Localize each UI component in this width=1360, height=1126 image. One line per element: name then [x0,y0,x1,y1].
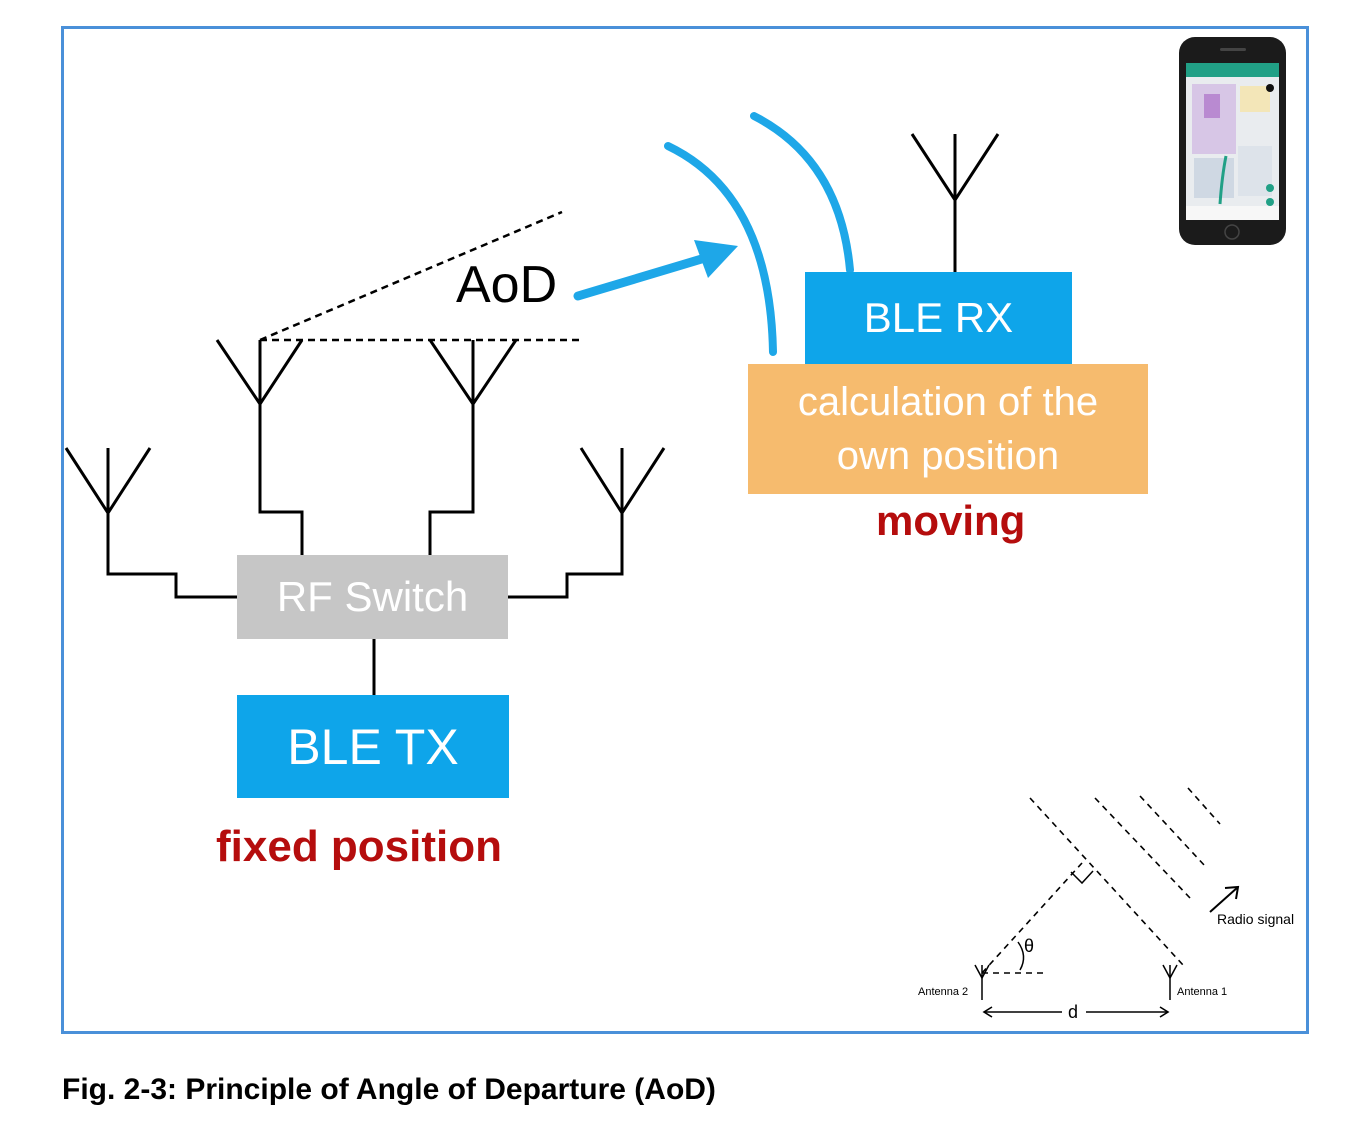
geometry-inset [974,787,1240,1018]
antenna-2-label: Antenna 2 [918,986,969,998]
rf-switch-box: RF Switch [237,555,508,639]
tx-antennas [64,339,666,695]
figure-caption: Fig. 2-3: Principle of Angle of Departur… [62,1073,716,1106]
calculation-box: calculation of the own position [748,364,1148,494]
antenna-1-label: Antenna 1 [1177,986,1228,998]
arrow-icon [573,240,738,301]
fixed-position-label: fixed position [216,822,502,871]
ble-tx-box: BLE TX [237,695,509,798]
signal-wave-icon [664,112,854,356]
distance-label: d [1068,1002,1079,1022]
aod-label: AoD [456,256,558,314]
moving-label: moving [876,497,1026,544]
angle-theta-label: θ [1024,936,1035,956]
arrow-icon [1209,885,1240,913]
smartphone-icon [1179,37,1286,245]
radio-signal-label: Radio signal [1217,911,1295,927]
aod-angle-lines [259,210,582,342]
antenna-icon [910,133,1000,272]
ble-rx-box: BLE RX [805,272,1072,364]
diagram-frame [61,26,1309,1034]
